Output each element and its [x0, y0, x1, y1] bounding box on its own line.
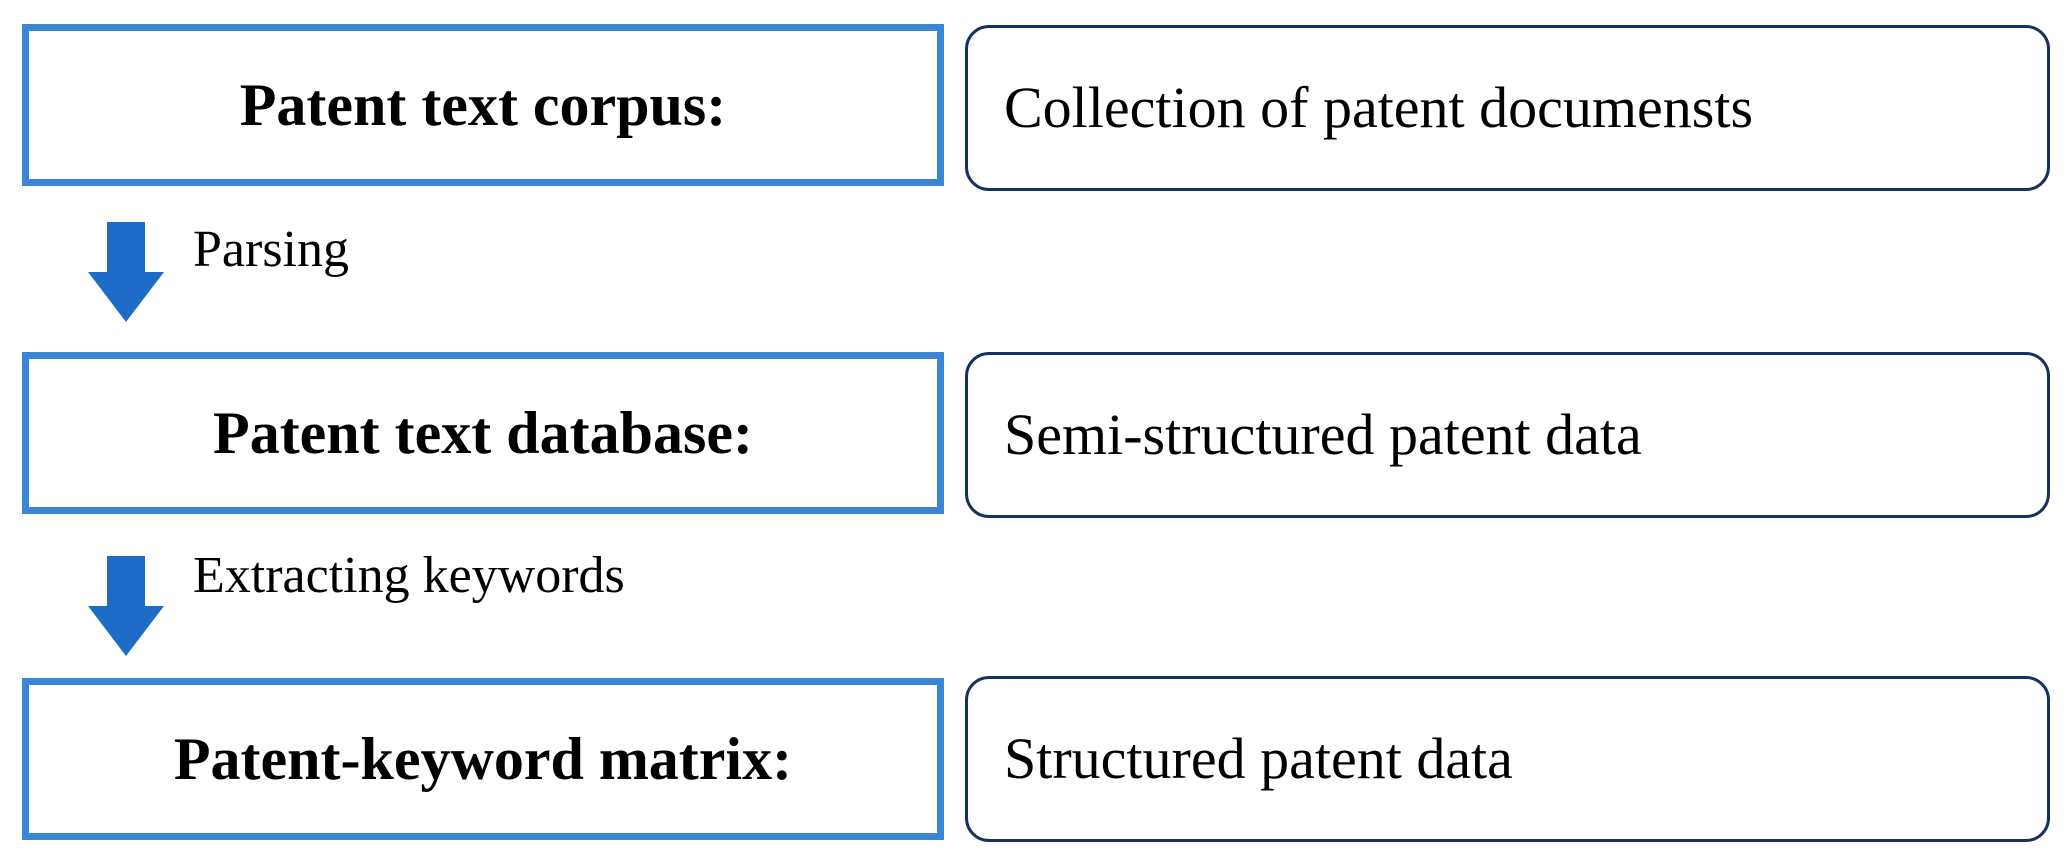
step-label-extracting-keywords: Extracting keywords — [193, 547, 625, 604]
description-label: Semi-structured patent data — [1004, 402, 1642, 467]
stage-box-patent-keyword-matrix: Patent-keyword matrix: — [22, 678, 944, 840]
arrow-down-icon — [88, 222, 164, 322]
description-label: Collection of patent documensts — [1004, 75, 1754, 140]
stage-label: Patent text database: — [213, 400, 753, 466]
description-label: Structured patent data — [1004, 726, 1513, 791]
stage-label: Patent-keyword matrix: — [173, 726, 793, 792]
arrow-down-icon — [88, 556, 164, 656]
stage-box-patent-text-corpus: Patent text corpus: — [22, 24, 944, 186]
stage-box-patent-text-database: Patent text database: — [22, 352, 944, 514]
stage-label: Patent text corpus: — [239, 72, 727, 138]
description-box-patent-text-corpus: Collection of patent documensts — [965, 25, 2050, 191]
description-box-patent-text-database: Semi-structured patent data — [965, 352, 2050, 518]
step-label-parsing: Parsing — [193, 221, 349, 278]
description-box-patent-keyword-matrix: Structured patent data — [965, 676, 2050, 842]
